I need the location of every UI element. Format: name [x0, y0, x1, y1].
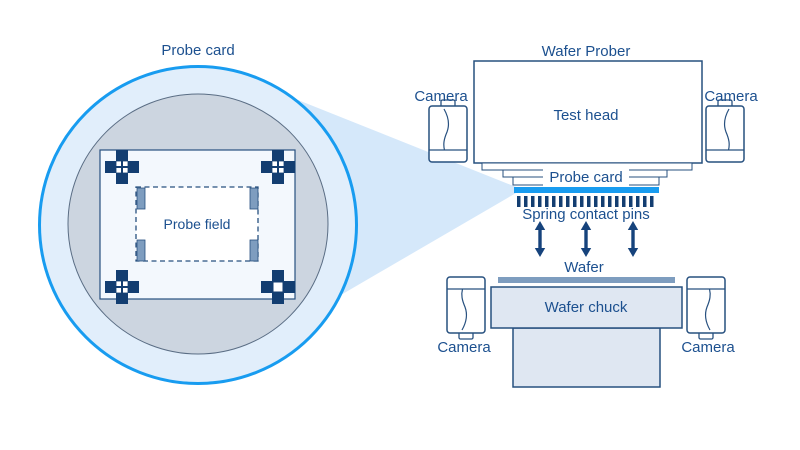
probe-card-label-backplate: [543, 169, 629, 186]
test-head-box: [473, 60, 703, 164]
probe-field-outline: [135, 186, 259, 262]
probe-card-label: Probe card: [549, 169, 622, 186]
wafer-bar: [498, 277, 675, 283]
camera-bottom-right-label: Camera: [681, 339, 735, 356]
z-motion-arrow-right: [626, 219, 640, 259]
z-motion-arrow-left: [533, 219, 547, 259]
probe-card-bar: [514, 187, 659, 193]
alignment-tab-top-right: [249, 187, 259, 210]
camera-bottom-right-icon: [686, 276, 726, 340]
camera-top-right-icon: [705, 99, 745, 163]
chuck-pedestal: [512, 327, 661, 388]
wafer-prober-title: Wafer Prober: [542, 43, 631, 60]
wafer-chuck-box: [490, 286, 683, 329]
alignment-tab-bottom-left: [136, 239, 146, 262]
camera-bottom-left-icon: [446, 276, 486, 340]
camera-bottom-left-label: Camera: [437, 339, 491, 356]
camera-top-left-icon: [428, 99, 468, 163]
probe-card-view-title: Probe card: [161, 42, 234, 59]
alignment-tab-bottom-right: [249, 239, 259, 262]
wafer-chuck-label: Wafer chuck: [545, 299, 628, 316]
z-motion-arrow-center: [579, 219, 593, 259]
test-head-label: Test head: [553, 107, 618, 124]
camera-top-left-label: Camera: [414, 88, 468, 105]
wafer-label: Wafer: [564, 259, 603, 276]
spring-contact-pins: [517, 196, 654, 207]
camera-top-right-label: Camera: [704, 88, 758, 105]
spring-contact-pins-label: Spring contact pins: [522, 206, 650, 223]
alignment-tab-top-left: [136, 187, 146, 210]
probe-field-label: Probe field: [164, 216, 231, 232]
